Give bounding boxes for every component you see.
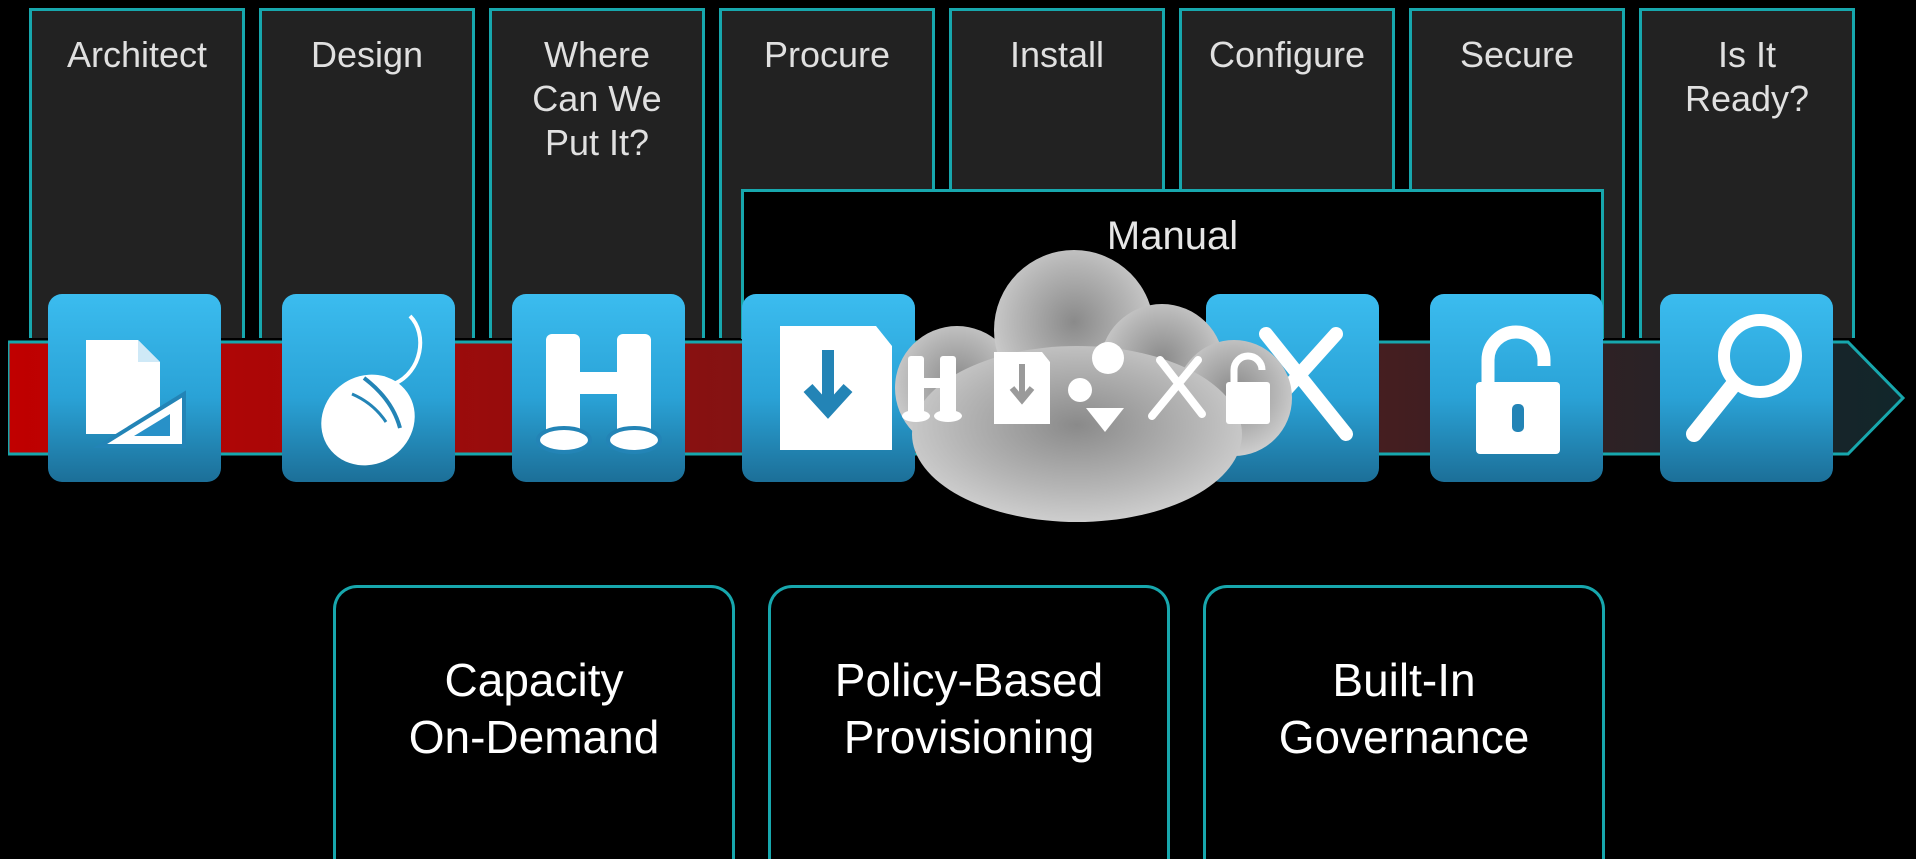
feature-capacity-label: Capacity On-Demand bbox=[408, 653, 660, 763]
tile-architect bbox=[48, 294, 221, 482]
stage-column-design: Design bbox=[259, 8, 475, 338]
lock-icon bbox=[1476, 325, 1560, 454]
architect-icon bbox=[86, 340, 186, 448]
binoculars-icon bbox=[536, 334, 662, 454]
cloud-download-box-icon bbox=[994, 352, 1050, 424]
tile-ready bbox=[1660, 294, 1833, 482]
download-box-icon bbox=[780, 326, 892, 450]
cloud-gears-icon bbox=[1068, 342, 1124, 432]
stage-column-architect: Architect bbox=[29, 8, 245, 338]
stage-column-where: Where Can We Put It? bbox=[489, 8, 705, 338]
stage-label-architect: Architect bbox=[66, 34, 208, 75]
stage-label-ready: Is It Ready? bbox=[1684, 34, 1810, 119]
feature-policy: Policy-Based Provisioning bbox=[768, 585, 1170, 859]
stage-label-configure: Configure bbox=[1208, 34, 1366, 75]
feature-governance-label: Built-In Governance bbox=[1278, 653, 1530, 763]
stage-label-where: Where Can We Put It? bbox=[532, 34, 662, 163]
mouse-icon bbox=[321, 314, 423, 466]
stage-column-ready: Is It Ready? bbox=[1639, 8, 1855, 338]
tile-design bbox=[282, 294, 455, 482]
stage-label-design: Design bbox=[310, 34, 424, 75]
manual-label: Manual bbox=[1106, 214, 1239, 258]
stage-label-procure: Procure bbox=[763, 34, 891, 75]
feature-capacity: Capacity On-Demand bbox=[333, 585, 735, 859]
cloud bbox=[895, 250, 1292, 522]
feature-governance: Built-In Governance bbox=[1203, 585, 1605, 859]
cloud-lock-icon bbox=[1226, 352, 1270, 424]
tile-secure bbox=[1430, 294, 1603, 482]
tile-procure bbox=[742, 294, 915, 482]
cloud-tools-icon bbox=[1148, 356, 1206, 420]
feature-policy-label: Policy-Based Provisioning bbox=[834, 653, 1104, 763]
cloud-binoculars-icon bbox=[902, 356, 962, 422]
stage-label-secure: Secure bbox=[1459, 34, 1575, 75]
magnifier-icon bbox=[1686, 314, 1802, 442]
tile-where bbox=[512, 294, 685, 482]
stage-label-install: Install bbox=[1009, 34, 1105, 75]
